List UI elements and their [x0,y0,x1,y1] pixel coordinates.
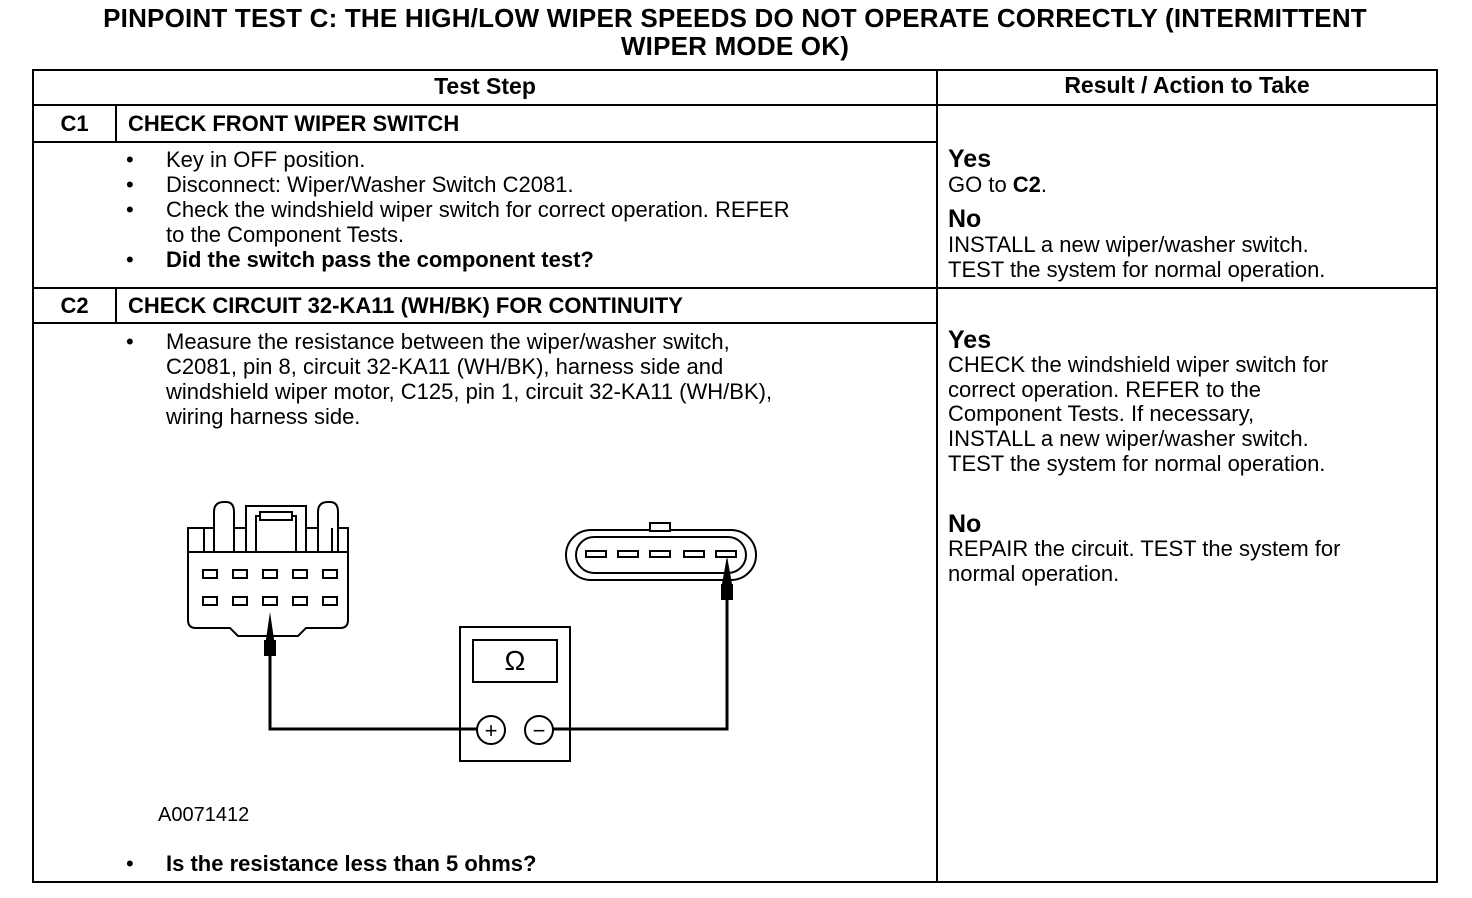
title-line-2: WIPER MODE OK) [620,31,850,61]
c2-no-label: No [948,510,982,538]
bullet: • [126,247,134,272]
step-id-c1: C1 [60,111,89,136]
page-title: PINPOINT TEST C: THE HIGH/LOW WIPER SPEE… [30,4,1440,60]
c2-yes-line-4: INSTALL a new wiper/washer switch. [948,426,1309,451]
c1-no-label: No [948,205,982,233]
negative-probe [722,556,732,584]
c2-no-line-2: normal operation. [948,561,1120,586]
c2-yes-line-2: correct operation. REFER to the [948,377,1262,402]
step-title-c2: CHECK CIRCUIT 32-KA11 (WH/BK) FOR CONTIN… [128,293,683,318]
c2-no-line-1: REPAIR the circuit. TEST the system for [948,536,1341,561]
step-id-c2: C2 [60,293,89,318]
negative-lead [553,590,729,731]
c1-step-2: Disconnect: Wiper/Washer Switch C2081. [166,172,574,197]
bullet: • [126,147,134,172]
c1-step-1: Key in OFF position. [166,147,366,172]
minus-terminal-icon: − [533,718,546,743]
title-line-1: PINPOINT TEST C: THE HIGH/LOW WIPER SPEE… [103,3,1367,33]
c2-step-line-2: C2081, pin 8, circuit 32-KA11 (WH/BK), h… [166,354,724,379]
figure-id: A0071412 [158,804,250,826]
bullet: • [126,329,134,354]
c1-question: Did the switch pass the component test? [166,247,594,272]
header-test-step: Test Step [434,73,536,99]
switch-connector-c2081 [187,501,349,637]
c2-question: Is the resistance less than 5 ohms? [166,851,537,876]
motor-connector-c125 [565,522,757,581]
c2-yes-line-5: TEST the system for normal operation. [948,451,1326,476]
c2-step-line-3: windshield wiper motor, C125, pin 1, cir… [166,379,773,404]
ohm-symbol: Ω [505,645,526,676]
c2-yes-label: Yes [948,326,992,354]
ohmmeter [459,626,571,762]
positive-lead [268,640,477,731]
c2-yes-line-1: CHECK the windshield wiper switch for [948,352,1329,377]
bullet: • [126,172,134,197]
c1-no-action-1: INSTALL a new wiper/washer switch. [948,232,1309,257]
step-title-c1: CHECK FRONT WIPER SWITCH [128,111,460,136]
plus-terminal-icon: + [485,718,498,743]
c1-yes-label: Yes [948,145,992,173]
c1-step-3: Check the windshield wiper switch for co… [166,197,790,222]
positive-probe [265,612,275,646]
header-result: Result / Action to Take [1064,72,1310,98]
bullet: • [126,197,134,222]
c2-yes-line-3: Component Tests. If necessary, [948,401,1255,426]
c1-step-3-cont: to the Component Tests. [166,222,405,247]
bullet: • [126,851,134,876]
c1-no-action-2: TEST the system for normal operation. [948,257,1326,282]
c2-step-line-4: wiring harness side. [166,404,361,429]
c2-step-line-1: Measure the resistance between the wiper… [166,329,730,354]
c1-yes-action: GO to C2. [948,172,1048,197]
